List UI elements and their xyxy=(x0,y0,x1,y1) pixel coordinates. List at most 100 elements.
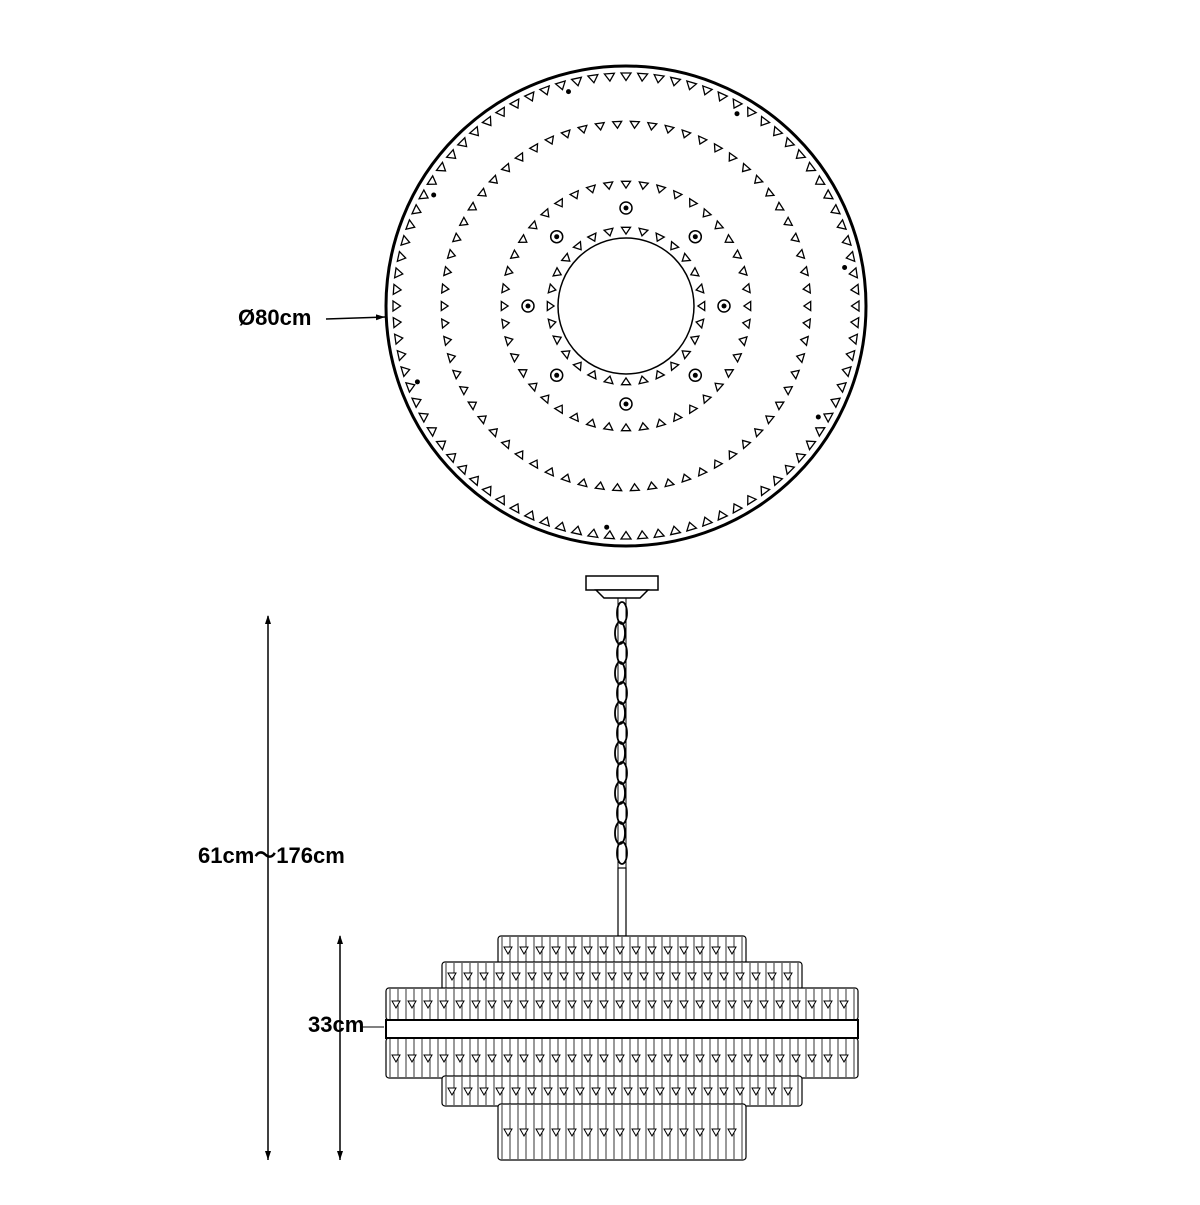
crystal-prism xyxy=(764,186,776,197)
crystal-prism xyxy=(476,186,488,197)
crystal-prism xyxy=(717,510,729,522)
crystal-facet xyxy=(839,1000,849,1010)
crystal-prism xyxy=(638,375,650,385)
crystal-prism xyxy=(669,76,682,87)
crystal-prism xyxy=(802,300,812,312)
crystal-prism xyxy=(552,266,563,277)
crystal-facet xyxy=(455,1000,465,1010)
crystal-facet xyxy=(687,972,697,982)
chain-link xyxy=(614,741,626,765)
crystal-prism xyxy=(681,473,692,484)
crystal-facet xyxy=(519,1054,529,1064)
crystal-prism xyxy=(681,128,692,139)
crystal-facet xyxy=(495,1087,505,1097)
crystal-facet xyxy=(631,1054,641,1064)
crystal-prism xyxy=(602,227,614,237)
crystal-prism xyxy=(689,197,699,208)
crystal-facet xyxy=(839,1054,849,1064)
crystal-facet xyxy=(463,972,473,982)
crystal-prism xyxy=(822,188,835,200)
crystal-prism xyxy=(435,440,447,451)
crystal-prism xyxy=(689,335,700,346)
crystal-facet xyxy=(679,1000,689,1010)
crystal-prism xyxy=(669,525,682,536)
crystal-prism xyxy=(570,76,583,87)
crystal-facet xyxy=(407,1054,417,1064)
crystal-prism xyxy=(392,283,403,296)
crystal-prism xyxy=(619,530,633,540)
crystal-prism xyxy=(653,73,666,84)
crystal-prism xyxy=(481,485,492,497)
crystal-prism xyxy=(672,412,684,423)
crystal-prism xyxy=(554,80,567,91)
crystal-prism xyxy=(603,72,616,83)
side-view xyxy=(385,575,859,1161)
crystal-prism xyxy=(772,475,784,487)
crystal-prism xyxy=(508,502,520,515)
crystal-prism xyxy=(445,148,457,160)
crystal-prism xyxy=(476,415,488,426)
crystal-prism xyxy=(638,421,650,431)
chain-link xyxy=(614,701,626,725)
crystal-prism xyxy=(501,282,511,294)
crystal-prism xyxy=(560,252,571,262)
crystal-prism xyxy=(435,161,447,172)
crystal-prism xyxy=(602,375,614,385)
crystal-prism xyxy=(547,318,557,330)
crystal-facet xyxy=(511,972,521,982)
crystal-prism xyxy=(689,266,700,277)
crystal-facet xyxy=(543,1087,553,1097)
crystal-prism xyxy=(554,521,567,532)
crystal-prism xyxy=(504,335,514,347)
crystal-prism xyxy=(670,361,680,372)
crystal-prism xyxy=(655,232,666,243)
crystal-facet xyxy=(671,972,681,982)
crystal-facet xyxy=(631,946,641,956)
crystal-facet xyxy=(543,972,553,982)
crystal-prism xyxy=(670,240,680,251)
crystal-facet xyxy=(703,1087,713,1097)
crystal-prism xyxy=(586,528,599,539)
crystal-facet xyxy=(567,1128,577,1138)
crystal-prism xyxy=(593,121,606,132)
crystal-facet xyxy=(607,1087,617,1097)
crystal-facet xyxy=(767,1087,777,1097)
crystal-prism xyxy=(638,227,650,237)
crystal-facet xyxy=(791,1054,801,1064)
crystal-prism xyxy=(790,231,801,243)
crystal-prism xyxy=(655,369,666,380)
crystal-prism xyxy=(636,72,649,83)
crystal-prism xyxy=(619,72,633,82)
crystal-prism xyxy=(713,142,724,153)
crystal-prism xyxy=(396,349,407,362)
crystal-facet xyxy=(591,972,601,982)
crystal-prism xyxy=(802,317,812,330)
crystal-prism xyxy=(845,250,856,263)
chain-link xyxy=(614,621,626,645)
bulb-socket-inner xyxy=(623,205,629,211)
crystal-facet xyxy=(615,1000,625,1010)
crystal-prism xyxy=(741,162,752,173)
crystal-prism xyxy=(586,232,597,243)
middle-band xyxy=(385,1019,859,1039)
crystal-facet xyxy=(751,972,761,982)
crystal-prism xyxy=(701,84,714,96)
crystal-prism xyxy=(695,318,705,330)
crystal-rings xyxy=(392,72,860,540)
crystal-prism xyxy=(747,494,758,506)
crystal-prism xyxy=(538,516,551,528)
crystal-prism xyxy=(849,283,860,296)
crystal-facet xyxy=(647,1000,657,1010)
crystal-prism xyxy=(738,265,748,277)
suspension-rod xyxy=(617,867,627,937)
crystal-prism xyxy=(539,207,550,218)
crystal-prism xyxy=(576,477,588,488)
ceiling-canopy xyxy=(585,575,659,591)
crystal-prism xyxy=(790,369,801,381)
crystal-facet xyxy=(535,1000,545,1010)
crystal-facet xyxy=(639,972,649,982)
crystal-facet xyxy=(639,1087,649,1097)
crystal-prism xyxy=(500,162,511,173)
crystal-facet xyxy=(679,946,689,956)
crystal-prism xyxy=(805,440,817,451)
